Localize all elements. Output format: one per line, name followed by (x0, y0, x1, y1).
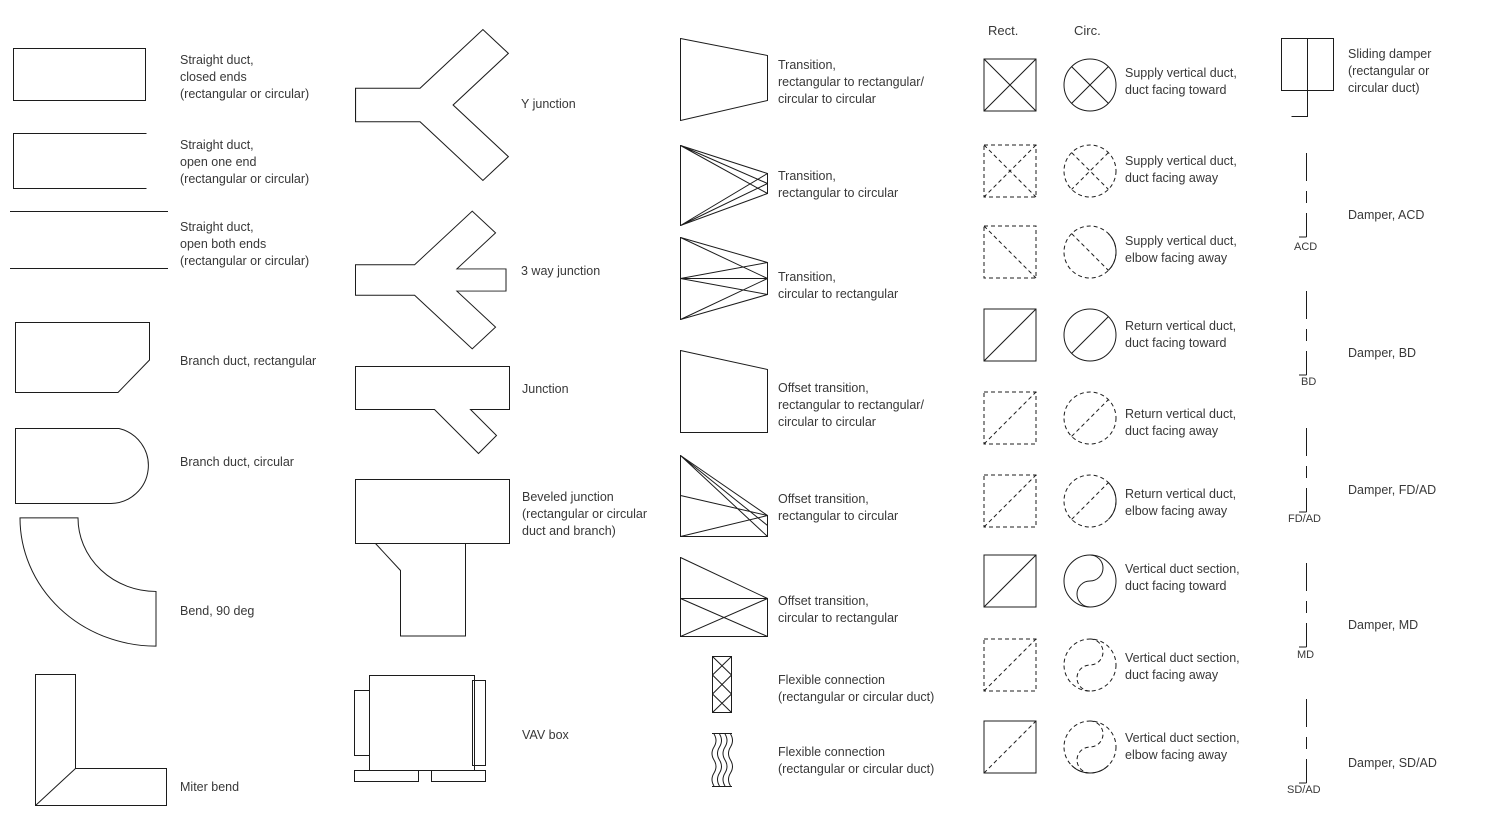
straight-duct-closed-ends-label: Straight duct, closed ends (rectangular … (180, 53, 310, 101)
offset-transition-rect-to-rect-label: Offset transition, rectangular to rectan… (778, 381, 924, 429)
damper-acd-label: Damper, ACD (1348, 208, 1425, 222)
supply-duct-away-rect-icon (983, 144, 1037, 198)
three-way-junction-label: 3 way junction (521, 264, 601, 278)
branch-duct-rectangular-symbol (15, 322, 150, 393)
offset-transition-rect-to-rect-symbol (680, 350, 768, 433)
straight-duct-open-both-ends-symbol (10, 211, 168, 269)
transition-circ-to-rect-label: Transition, circular to rectangular (778, 270, 899, 301)
supply-duct-toward-circ-icon (1063, 58, 1117, 112)
transition-rect-to-circ-symbol (680, 145, 768, 226)
offset-transition-circ-to-rect-symbol (680, 557, 768, 637)
damper-fd-ad-symbol (1298, 428, 1316, 514)
y-junction-label: Y junction (521, 97, 576, 111)
return-duct-toward-label: Return vertical duct, duct facing toward (1125, 319, 1237, 350)
supply-elbow-away-rect-icon (983, 225, 1037, 279)
flexible-connection-bellows-symbol (709, 732, 735, 788)
transition-rect-to-rect-symbol (680, 38, 768, 121)
damper-acd-symbol (1298, 153, 1316, 239)
straight-duct-closed-ends-symbol (13, 48, 146, 101)
duct-section-away-circ-icon (1063, 638, 1117, 692)
damper-bd-tag: BD (1301, 376, 1317, 388)
damper-fd-ad-label: Damper, FD/AD (1348, 483, 1437, 497)
miter-bend-symbol (35, 674, 167, 806)
transition-rect-to-rect-label: Transition, rectangular to rectangular/ … (778, 58, 924, 106)
return-elbow-away-rect-icon (983, 474, 1037, 528)
supply-duct-away-label: Supply vertical duct, duct facing away (1125, 154, 1237, 185)
duct-section-toward-rect-icon (983, 554, 1037, 608)
bend-90-deg-label: Bend, 90 deg (180, 604, 255, 618)
straight-duct-open-one-end-symbol (13, 133, 147, 189)
supply-duct-toward-label: Supply vertical duct, duct facing toward (1125, 66, 1237, 97)
supply-elbow-away-label: Supply vertical duct, elbow facing away (1125, 234, 1237, 265)
flexible-connection-bellows-label: Flexible connection (rectangular or circ… (778, 745, 935, 776)
beveled-junction-symbol (355, 479, 510, 637)
return-elbow-away-circ-icon (1063, 474, 1117, 528)
vav-box-label: VAV box (522, 728, 569, 742)
damper-bd-symbol (1298, 291, 1316, 377)
sliding-damper-label: Sliding damper (rectangular or circular … (1348, 47, 1432, 95)
offset-transition-circ-to-rect-label: Offset transition, circular to rectangul… (778, 594, 899, 625)
straight-duct-open-one-end-label: Straight duct, open one end (rectangular… (180, 138, 310, 186)
return-elbow-away-label: Return vertical duct, elbow facing away (1125, 487, 1237, 518)
supply-duct-toward-rect-icon (983, 58, 1037, 112)
damper-md-symbol (1298, 563, 1316, 649)
duct-section-elbow-away-rect-icon (983, 720, 1037, 774)
return-duct-toward-rect-icon (983, 308, 1037, 362)
damper-md-label: Damper, MD (1348, 618, 1419, 632)
duct-section-elbow-away-circ-icon (1063, 720, 1117, 774)
damper-sd-ad-symbol (1298, 699, 1316, 785)
flexible-connection-hatched-symbol (712, 656, 732, 713)
duct-section-toward-circ-icon (1063, 554, 1117, 608)
three-way-junction-symbol (355, 207, 507, 353)
sliding-damper-symbol (1278, 32, 1338, 124)
vav-box-symbol (352, 670, 488, 784)
transition-rect-to-circ-label: Transition, rectangular to circular (778, 169, 899, 200)
flexible-connection-hatched-label: Flexible connection (rectangular or circ… (778, 673, 935, 704)
offset-transition-rect-to-circ-label: Offset transition, rectangular to circul… (778, 492, 899, 523)
miter-bend-label: Miter bend (180, 780, 240, 794)
return-duct-toward-circ-icon (1063, 308, 1117, 362)
return-duct-away-circ-icon (1063, 391, 1117, 445)
supply-duct-away-circ-icon (1063, 144, 1117, 198)
transition-circ-to-rect-symbol (680, 237, 768, 320)
damper-sd-ad-tag: SD/AD (1287, 784, 1321, 796)
damper-acd-tag: ACD (1294, 241, 1318, 253)
rect-column-header: Rect. (988, 23, 1019, 38)
return-duct-away-label: Return vertical duct, duct facing away (1125, 407, 1237, 438)
damper-fd-ad-tag: FD/AD (1288, 513, 1321, 525)
supply-elbow-away-circ-icon (1063, 225, 1117, 279)
damper-bd-label: Damper, BD (1348, 346, 1417, 360)
straight-duct-open-both-ends-label: Straight duct, open both ends (rectangul… (180, 220, 310, 268)
return-duct-away-rect-icon (983, 391, 1037, 445)
junction-symbol (355, 366, 510, 468)
duct-section-away-rect-icon (983, 638, 1037, 692)
branch-duct-circular-label: Branch duct, circular (180, 455, 294, 469)
damper-sd-ad-label: Damper, SD/AD (1348, 756, 1437, 770)
branch-duct-circular-symbol (15, 428, 161, 506)
circ-column-header: Circ. (1074, 23, 1101, 38)
offset-transition-rect-to-circ-symbol (680, 455, 768, 537)
y-junction-symbol (355, 25, 510, 185)
branch-duct-rectangular-label: Branch duct, rectangular (180, 354, 317, 368)
damper-md-tag: MD (1297, 649, 1315, 661)
duct-section-away-label: Vertical duct section, duct facing away (1125, 651, 1240, 682)
bend-90-deg-symbol (18, 516, 158, 648)
junction-label: Junction (522, 382, 569, 396)
beveled-junction-label: Beveled junction (rectangular or circula… (522, 490, 648, 538)
duct-section-toward-label: Vertical duct section, duct facing towar… (1125, 562, 1240, 593)
duct-section-elbow-away-label: Vertical duct section, elbow facing away (1125, 731, 1240, 762)
